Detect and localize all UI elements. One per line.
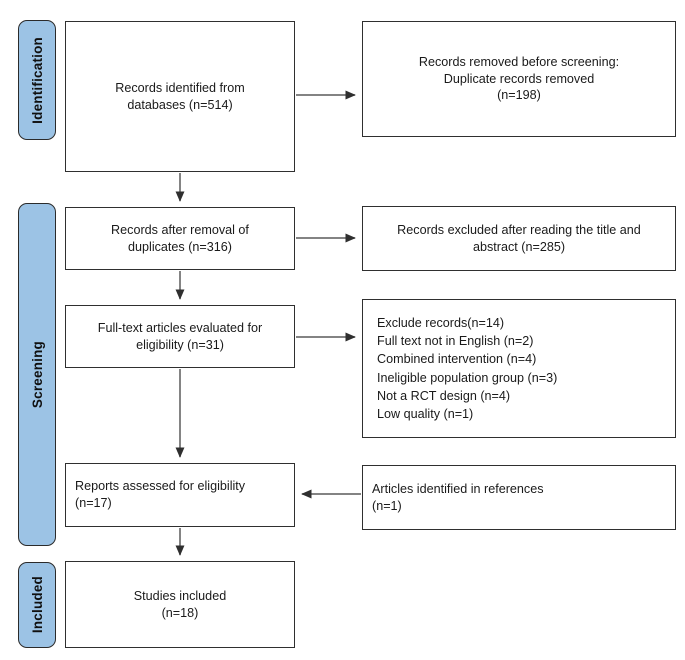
stage-pill-identification: Identification [18, 20, 56, 140]
box-records-identified-text: Records identified from databases (n=514… [115, 80, 245, 112]
stage-pill-screening: Screening [18, 203, 56, 546]
box-articles-from-references: Articles identified in references (n=1) [362, 465, 676, 530]
box-records-after-duplicates-text: Records after removal of duplicates (n=3… [111, 222, 249, 254]
box-duplicates-removed: Records removed before screening: Duplic… [362, 21, 676, 137]
stage-pill-included: Included [18, 562, 56, 648]
box-articles-from-references-text: Articles identified in references (n=1) [372, 481, 544, 513]
box-fulltext-evaluated-text: Full-text articles evaluated for eligibi… [97, 320, 263, 352]
box-studies-included: Studies included (n=18) [65, 561, 295, 648]
box-reports-assessed-text: Reports assessed for eligibility (n=17) [75, 479, 246, 510]
box-fulltext-evaluated: Full-text articles evaluated for eligibi… [65, 305, 295, 368]
box-records-identified: Records identified from databases (n=514… [65, 21, 295, 172]
box-exclusion-reasons: Exclude records(n=14) Full text not in E… [362, 299, 676, 438]
box-records-after-duplicates: Records after removal of duplicates (n=3… [65, 207, 295, 270]
box-studies-included-text: Studies included (n=18) [133, 588, 227, 620]
box-duplicates-removed-text: Records removed before screening: Duplic… [418, 55, 620, 103]
box-reports-assessed: Reports assessed for eligibility (n=17) [65, 463, 295, 527]
box-exclusion-reasons-text: Exclude records(n=14) Full text not in E… [377, 316, 558, 421]
box-records-excluded-title-abstract: Records excluded after reading the title… [362, 206, 676, 271]
box-records-excluded-title-abstract-text: Records excluded after reading the title… [397, 222, 641, 254]
